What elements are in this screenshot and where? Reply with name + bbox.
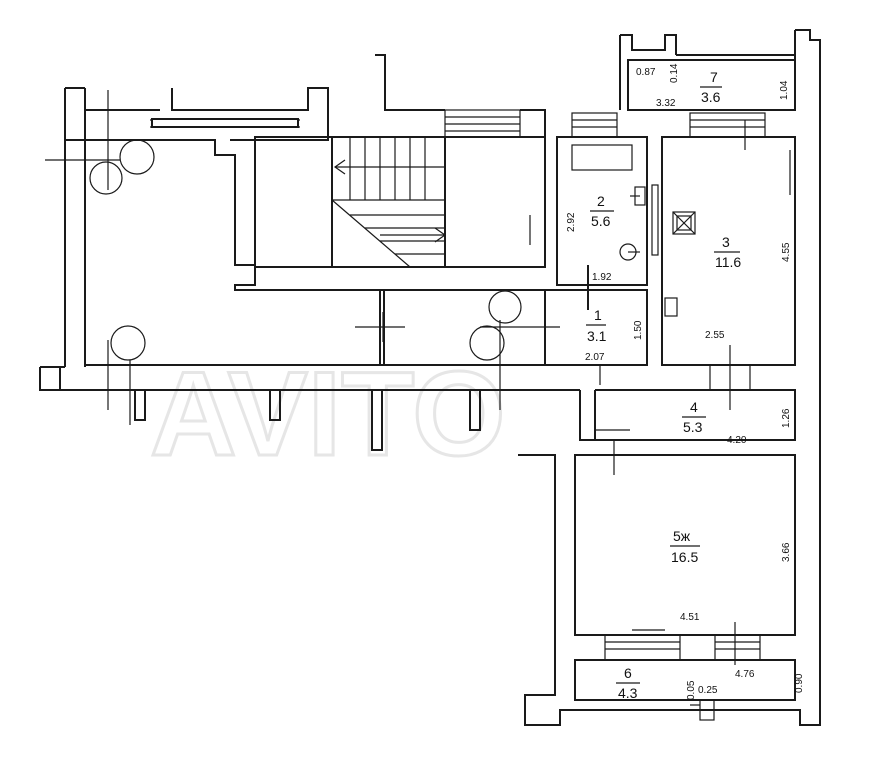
dim-room6-height: 0.90 bbox=[794, 673, 805, 693]
room-4 bbox=[594, 389, 796, 475]
dim-room1-width: 2.07 bbox=[585, 352, 605, 363]
room-5-number: 5ж bbox=[673, 528, 691, 544]
dim-room7-width: 3.32 bbox=[656, 98, 676, 109]
room-labels: 7 3.6 2 5.6 3 11.6 1 3.1 4 5.3 5ж 16.5 6… bbox=[586, 69, 741, 701]
dimension-labels: 0.87 0.14 3.32 1.04 2.92 1.92 4.55 2.55 … bbox=[566, 63, 805, 700]
room-1-area: 3.1 bbox=[587, 328, 607, 344]
dim-room4-height: 1.26 bbox=[781, 408, 792, 428]
dim-room6-small-a: 0.05 bbox=[686, 680, 697, 700]
room-7 bbox=[627, 59, 796, 111]
room-6 bbox=[574, 659, 796, 721]
dim-room7-small: 0.14 bbox=[669, 63, 680, 83]
room-2-area: 5.6 bbox=[591, 213, 611, 229]
room-6-number: 6 bbox=[624, 665, 632, 681]
risers bbox=[89, 139, 522, 361]
room-5 bbox=[574, 454, 796, 665]
room-2 bbox=[556, 112, 659, 310]
room-5-area: 16.5 bbox=[671, 549, 698, 565]
dim-room6-width: 4.76 bbox=[735, 669, 755, 680]
watermark: AVITO bbox=[150, 347, 506, 481]
room-7-area: 3.6 bbox=[701, 89, 721, 105]
room-4-area: 5.3 bbox=[683, 419, 703, 435]
room-4-number: 4 bbox=[690, 399, 698, 415]
room-3-number: 3 bbox=[722, 234, 730, 250]
room-2-number: 2 bbox=[597, 193, 605, 209]
dim-room5-width: 4.51 bbox=[680, 612, 700, 623]
dim-room2-width: 1.92 bbox=[592, 272, 612, 283]
room-3 bbox=[661, 112, 796, 410]
dim-room6-small-b: 0.25 bbox=[698, 685, 718, 696]
dim-room1-height: 1.50 bbox=[633, 320, 644, 340]
dim-room7-height: 1.04 bbox=[779, 80, 790, 100]
room-6-area: 4.3 bbox=[618, 685, 638, 701]
dim-room3-height: 4.55 bbox=[781, 242, 792, 262]
room-3-area: 11.6 bbox=[715, 254, 741, 270]
dim-room7-depth: 0.87 bbox=[636, 67, 656, 78]
dim-room4-width: 4.20 bbox=[727, 435, 747, 446]
dim-room5-height: 3.66 bbox=[781, 542, 792, 562]
dim-room2-height: 2.92 bbox=[566, 212, 577, 232]
staircase bbox=[254, 109, 546, 268]
room-1-number: 1 bbox=[594, 307, 602, 323]
room-1 bbox=[544, 289, 648, 385]
room-7-number: 7 bbox=[710, 69, 718, 85]
dim-room3-width: 2.55 bbox=[705, 330, 725, 341]
